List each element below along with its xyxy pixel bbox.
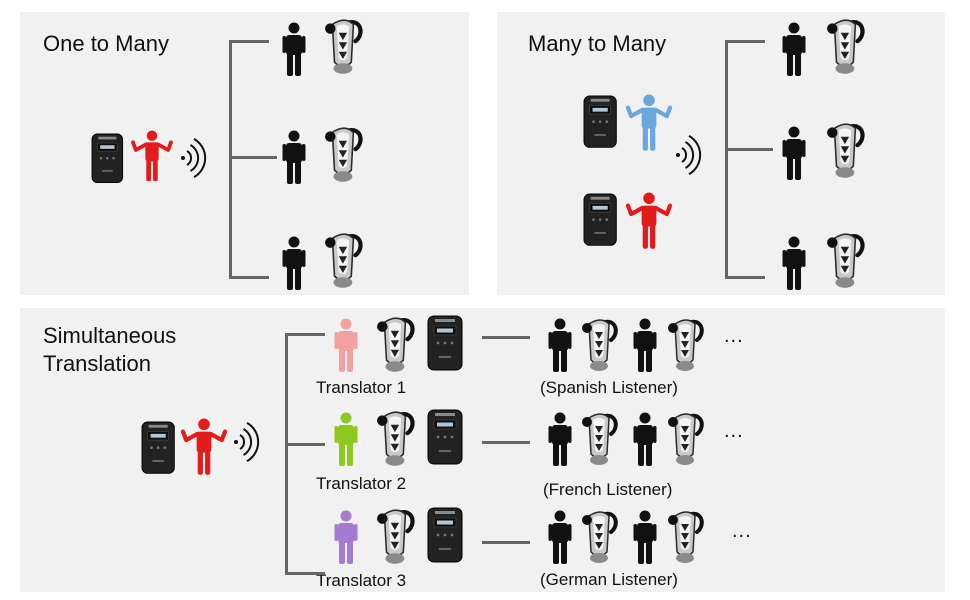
receiver-earpiece-icon bbox=[668, 413, 704, 465]
receiver-earpiece-icon bbox=[827, 19, 865, 74]
transmitter-icon bbox=[583, 95, 617, 148]
receiver-earpiece-icon bbox=[325, 233, 363, 288]
transmitter-icon bbox=[583, 193, 617, 246]
listener-person-icon bbox=[782, 22, 806, 76]
speaker-person-icon bbox=[625, 94, 673, 151]
transmitter-icon bbox=[427, 507, 463, 563]
translator-person-icon bbox=[334, 318, 358, 372]
bracket-top-one-to-many bbox=[229, 40, 269, 43]
listener-person-icon bbox=[633, 412, 657, 466]
listener-person-icon bbox=[548, 510, 572, 564]
listener-label-german: (German Listener) bbox=[540, 570, 678, 589]
title-simultaneous: Simultaneous Translation bbox=[43, 322, 176, 377]
listener-person-icon bbox=[782, 236, 806, 290]
signal-waves-icon bbox=[234, 421, 260, 463]
receiver-earpiece-icon bbox=[668, 319, 704, 371]
title-many-to-many: Many to Many bbox=[528, 31, 667, 56]
listener-person-icon bbox=[782, 126, 806, 180]
ellipsis-row-3: ... bbox=[732, 520, 752, 542]
speaker-person-icon bbox=[180, 418, 228, 475]
listener-person-icon bbox=[282, 236, 306, 290]
translator-label-1: Translator 1 bbox=[316, 378, 407, 397]
translator-label-3: Translator 3 bbox=[316, 571, 407, 590]
listener-person-icon bbox=[282, 22, 306, 76]
title-line-1: Simultaneous bbox=[43, 323, 177, 348]
bracket-top-many-to-many bbox=[725, 40, 765, 43]
speaker-person-icon bbox=[131, 130, 173, 182]
listener-label-spanish: (Spanish Listener) bbox=[540, 378, 678, 397]
listener-person-icon bbox=[633, 318, 657, 372]
receiver-earpiece-icon bbox=[377, 509, 415, 564]
translator-label-2: Translator 2 bbox=[316, 474, 407, 493]
receiver-earpiece-icon bbox=[668, 511, 704, 563]
receiver-earpiece-icon bbox=[377, 317, 415, 372]
bracket-bottom-one-to-many bbox=[229, 276, 269, 279]
bracket-mid-many-to-many bbox=[725, 148, 773, 151]
receiver-earpiece-icon bbox=[582, 511, 618, 563]
bracket-mid-simultaneous bbox=[285, 443, 325, 446]
listener-person-icon bbox=[282, 130, 306, 184]
transmitter-icon bbox=[141, 421, 175, 474]
dash-row-1 bbox=[482, 336, 530, 339]
receiver-earpiece-icon bbox=[827, 123, 865, 178]
title-one-to-many: One to Many bbox=[43, 31, 169, 56]
listener-person-icon bbox=[633, 510, 657, 564]
bracket-bottom-simultaneous bbox=[285, 572, 325, 575]
bracket-vertical-many-to-many bbox=[725, 40, 728, 278]
ellipsis-row-1: ... bbox=[724, 325, 744, 347]
receiver-earpiece-icon bbox=[377, 411, 415, 466]
receiver-earpiece-icon bbox=[325, 127, 363, 182]
speaker-person-icon bbox=[625, 192, 673, 249]
dash-row-3 bbox=[482, 541, 530, 544]
transmitter-icon bbox=[91, 133, 124, 184]
bracket-top-simultaneous bbox=[285, 333, 325, 336]
receiver-earpiece-icon bbox=[582, 319, 618, 371]
signal-waves-icon bbox=[181, 137, 207, 179]
receiver-earpiece-icon bbox=[325, 19, 363, 74]
panel-many-to-many bbox=[497, 12, 945, 295]
receiver-earpiece-icon bbox=[827, 233, 865, 288]
transmitter-icon bbox=[427, 315, 463, 371]
translator-person-icon bbox=[334, 510, 358, 564]
listener-person-icon bbox=[548, 318, 572, 372]
bracket-bottom-many-to-many bbox=[725, 276, 765, 279]
listener-person-icon bbox=[548, 412, 572, 466]
dash-row-2 bbox=[482, 441, 530, 444]
ellipsis-row-2: ... bbox=[724, 420, 744, 442]
translator-person-icon bbox=[334, 412, 358, 466]
listener-label-french: (French Listener) bbox=[543, 480, 673, 499]
transmitter-icon bbox=[427, 409, 463, 465]
signal-waves-icon bbox=[676, 134, 702, 176]
bracket-vertical-simultaneous bbox=[285, 333, 288, 575]
title-line-2: Translation bbox=[43, 350, 152, 376]
receiver-earpiece-icon bbox=[582, 413, 618, 465]
bracket-mid-one-to-many bbox=[229, 156, 277, 159]
bracket-vertical-one-to-many bbox=[229, 40, 232, 278]
